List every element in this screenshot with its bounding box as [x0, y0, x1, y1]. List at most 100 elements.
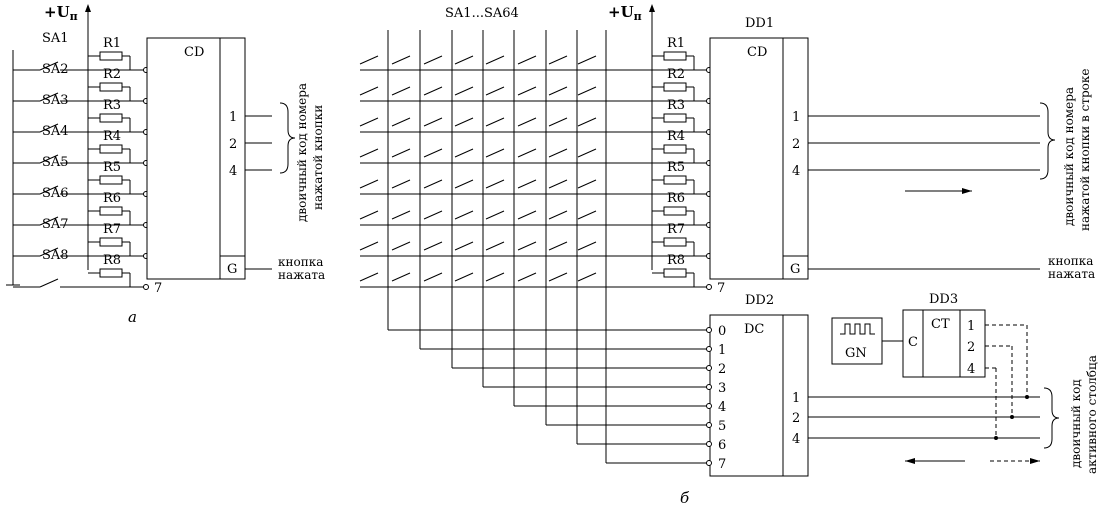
- resistor: [663, 113, 687, 123]
- switch-label: SA4: [42, 124, 69, 139]
- dd2-input-label: 1: [718, 343, 726, 358]
- power-label-b: +Uп: [608, 3, 642, 23]
- output-pin-label: 1: [229, 110, 237, 125]
- row-a: SA1R10: [13, 31, 162, 79]
- brace-b1: [1039, 102, 1056, 180]
- resistor-label: R4: [103, 129, 121, 144]
- matrix-switch: [485, 117, 505, 127]
- matrix-switch: [423, 241, 443, 251]
- matrix-switch: [359, 210, 379, 220]
- matrix-switch: [548, 117, 568, 127]
- switch-label: SA8: [42, 248, 69, 263]
- switch-label: SA6: [42, 186, 69, 201]
- matrix-switch: [517, 241, 537, 251]
- dd1-output-label: 2: [792, 137, 800, 152]
- resistor: [99, 206, 123, 216]
- matrix-switch: [391, 272, 411, 282]
- matrix-switch: [517, 117, 537, 127]
- resistor-label: R4: [667, 129, 685, 144]
- resistor: [99, 113, 123, 123]
- output-pin-label: 4: [229, 164, 237, 179]
- matrix-switch: [577, 241, 597, 251]
- resistor-label: R1: [667, 36, 685, 51]
- matrix-switch: [485, 55, 505, 65]
- matrix-switch: [548, 210, 568, 220]
- matrix-switch: [359, 241, 379, 251]
- dd2-title: DC: [744, 322, 764, 337]
- matrix-switch: [391, 148, 411, 158]
- brace-a: [279, 102, 296, 174]
- row-code-label-1: двоичный код номера: [1062, 87, 1076, 226]
- resistor: [99, 268, 123, 278]
- power-arrow-b: [649, 4, 655, 12]
- resistor: [663, 206, 687, 216]
- row-b: R87: [360, 253, 725, 296]
- dd2-input-label: 4: [718, 400, 726, 415]
- dd2-chip: [709, 314, 809, 477]
- dd3-output-label: 4: [967, 362, 975, 377]
- matrix-switch: [577, 117, 597, 127]
- matrix-switch: [423, 86, 443, 96]
- matrix-switch: [423, 117, 443, 127]
- resistor: [663, 51, 687, 61]
- resistor-label: R6: [667, 191, 685, 206]
- matrix-switch: [577, 148, 597, 158]
- matrix-switch: [391, 117, 411, 127]
- dd3-name: DD3: [929, 292, 958, 307]
- code-label-a-2: нажатой кнопки: [311, 105, 325, 210]
- switch-contact: [39, 123, 59, 133]
- generator-block: [831, 317, 883, 365]
- matrix-switch: [454, 117, 474, 127]
- resistor: [663, 237, 687, 247]
- resistor-label: R8: [667, 253, 685, 268]
- switch-contact: [39, 154, 59, 164]
- switch-label: SA2: [42, 62, 69, 77]
- resistor-label: R5: [103, 160, 121, 175]
- matrix-switch: [577, 86, 597, 96]
- dashed-right-arrow: [1030, 458, 1040, 464]
- row-b: R54: [360, 160, 725, 203]
- matrix-switch: [577, 210, 597, 220]
- matrix-switch: [517, 148, 537, 158]
- matrix-switch: [359, 272, 379, 282]
- dd3-output-label: 1: [967, 319, 975, 334]
- dd1-chip: [709, 37, 809, 280]
- left-arrow: [905, 458, 915, 464]
- resistor-label: R1: [103, 36, 121, 51]
- dd3-title: CT: [931, 317, 950, 332]
- cd-chip-a-g-pin: G: [227, 262, 237, 277]
- dd1-name: DD1: [745, 16, 774, 31]
- matrix-switch: [391, 241, 411, 251]
- resistor: [99, 237, 123, 247]
- resistor-label: R6: [103, 191, 121, 206]
- switch-label: SA5: [42, 155, 69, 170]
- col-code-label-2: активного столбца: [1085, 355, 1099, 474]
- resistor: [99, 51, 123, 61]
- matrix-switch: [517, 179, 537, 189]
- power-label-a: +Uп: [44, 3, 78, 23]
- resistor: [663, 268, 687, 278]
- part-a: +Uп SA1R10SA2R21SA3R32SA4R43SA5R54SA6R65…: [6, 3, 325, 326]
- pressed-label-b-1: кнопка: [1048, 254, 1093, 268]
- dd2-input-label: 5: [718, 419, 726, 434]
- matrix-switch: [517, 86, 537, 96]
- resistor-label: R3: [103, 98, 121, 113]
- matrix-switch: [454, 148, 474, 158]
- matrix-switch: [359, 86, 379, 96]
- matrix-switch: [548, 148, 568, 158]
- matrix-switch: [391, 86, 411, 96]
- matrix-switch: [577, 179, 597, 189]
- matrix-switch: [423, 55, 443, 65]
- switch-label: SA3: [42, 93, 69, 108]
- matrix-switch: [548, 272, 568, 282]
- row-code-label-2: нажатой кнопки в строке: [1078, 69, 1092, 232]
- resistor-label: R2: [103, 67, 121, 82]
- caption-b: б: [680, 489, 690, 507]
- row-a: SA2R21: [13, 62, 162, 110]
- matrix-switch: [423, 272, 443, 282]
- dd2-output-label: 4: [792, 432, 800, 447]
- dd2-input-label: 7: [718, 457, 726, 472]
- matrix-switch: [548, 55, 568, 65]
- dd1-output-label: 1: [792, 110, 800, 125]
